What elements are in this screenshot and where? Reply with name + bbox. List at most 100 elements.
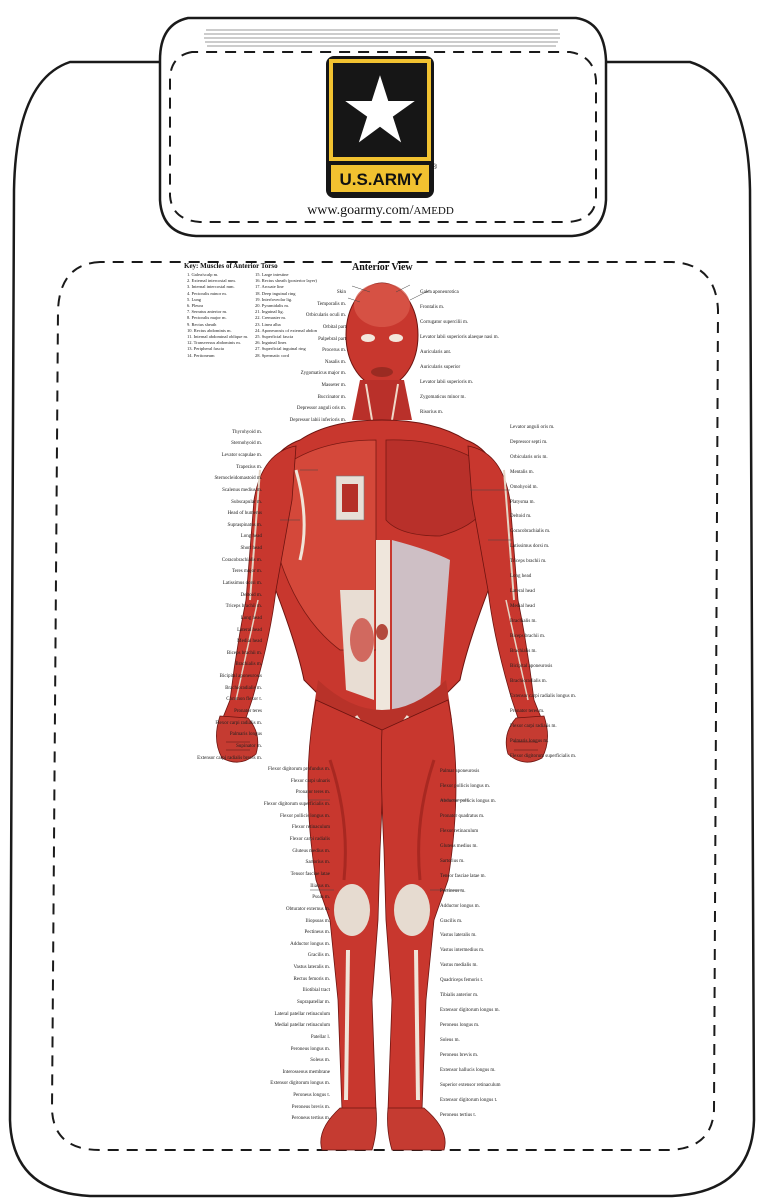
right-muscle-label: Vastus medialis m. xyxy=(440,963,478,968)
right-muscle-label: Bicipital aponeurosis xyxy=(510,664,552,669)
goarmy-link[interactable]: www.goarmy.com/AMEDD xyxy=(0,203,761,219)
right-muscle-label: Corrugator supercilii m. xyxy=(420,320,468,325)
left-muscle-label: Nasalis m. xyxy=(325,360,346,365)
right-muscle-label: Peroneus longus m. xyxy=(440,1023,479,1028)
right-muscle-label: Tibialis anterior m. xyxy=(440,993,478,998)
right-muscle-label: Palmaris longus m. xyxy=(510,739,548,744)
right-muscle-label: Auricularis ant. xyxy=(420,350,451,355)
left-muscle-label: Procerus m. xyxy=(322,348,346,353)
left-muscle-label: Gracilis m. xyxy=(308,953,330,958)
left-muscle-label: Lateral patellar retinaculum xyxy=(274,1012,330,1017)
left-muscle-label: Depressor anguli oris m. xyxy=(297,406,346,411)
left-muscle-label: Supraspinatus m. xyxy=(228,523,262,528)
left-muscle-label: Medial head xyxy=(237,639,262,644)
url-main: www.goarmy.com/ xyxy=(307,203,413,218)
right-muscle-label: Sartorius m. xyxy=(440,859,464,864)
left-muscle-label: Flexor carpi radialis m. xyxy=(215,721,262,726)
right-muscle-label: Adductor longus m. xyxy=(440,904,480,909)
left-muscle-label: Patellar l. xyxy=(311,1035,330,1040)
key-title: Key: Muscles of Anterior Torso xyxy=(184,262,278,270)
left-muscle-label: Latissimus dorsi m. xyxy=(223,581,262,586)
army-wordmark: U.S.ARMY xyxy=(328,170,434,190)
right-muscle-label: Abductor pollicis longus m. xyxy=(440,799,496,804)
left-muscle-label: Depressor labii inferioris m. xyxy=(290,418,346,423)
left-muscle-label: Deltoid m. xyxy=(241,593,262,598)
right-muscle-label: Pronator quadratus m. xyxy=(440,814,484,819)
left-muscle-label: Extensor carpi radialis brevis m. xyxy=(197,756,262,761)
right-muscle-label: Levator anguli oris m. xyxy=(510,425,554,430)
right-muscle-label: Brachialis m. xyxy=(510,649,537,654)
right-muscle-label: Flexor retinaculum xyxy=(440,829,478,834)
right-muscle-label: Risorius m. xyxy=(420,410,443,415)
right-muscle-label: Orbicularis oris m. xyxy=(510,455,548,460)
left-muscle-label: Triceps brachii m. xyxy=(226,604,262,609)
right-muscle-label: Mentalis m. xyxy=(510,470,534,475)
right-muscle-label: Palmar aponeurosis xyxy=(440,769,479,774)
right-muscle-label: Extensor carpi radialis longus m. xyxy=(510,694,576,699)
left-muscle-label: Common flexor t. xyxy=(226,697,262,702)
left-muscle-label: Scalenus medius m. xyxy=(222,488,262,493)
left-muscle-label: Psoas m. xyxy=(312,895,330,900)
right-muscle-label: Long head xyxy=(510,574,531,579)
left-muscle-label: Pectineus m. xyxy=(304,930,330,935)
right-muscle-label: Pectineus m. xyxy=(440,889,466,894)
left-muscle-label: Rectus femoris m. xyxy=(293,977,330,982)
left-muscle-label: Flexor digitorum profundus m. xyxy=(268,767,330,772)
left-muscle-label: Short head xyxy=(240,546,262,551)
right-muscle-label: Frontalis m. xyxy=(420,305,444,310)
right-muscle-label: Quadriceps femoris t. xyxy=(440,978,483,983)
right-muscle-label: Vastus lateralis m. xyxy=(440,933,477,938)
left-muscle-label: Tensor fasciae latae xyxy=(291,872,330,877)
right-muscle-label: Deltoid m. xyxy=(510,514,531,519)
chart-title: Anterior View xyxy=(352,262,413,273)
left-muscle-label: Skin xyxy=(337,290,346,295)
right-muscle-label: Brachioradialis m. xyxy=(510,679,547,684)
right-muscle-label: Depressor septi m. xyxy=(510,440,547,445)
left-muscle-label: Flexor retinaculum xyxy=(292,825,330,830)
left-muscle-label: Suprapatellar m. xyxy=(297,1000,330,1005)
left-muscle-label: Levator scapulae m. xyxy=(222,453,262,458)
left-muscle-label: Bicipital aponeurosis xyxy=(220,674,262,679)
left-muscle-label: Thyrohyoid m. xyxy=(232,430,262,435)
right-muscle-label: Omohyoid m. xyxy=(510,485,538,490)
left-muscle-label: Peroneus brevis m. xyxy=(292,1105,330,1110)
right-muscle-label: Flexor carpi radialis m. xyxy=(510,724,557,729)
right-muscle-label: Peroneus brevis m. xyxy=(440,1053,478,1058)
left-muscle-label: Teres major m. xyxy=(232,569,262,574)
right-muscle-label: Galea aponeurotica xyxy=(420,290,459,295)
right-muscle-label: Peroneus tertius t. xyxy=(440,1113,476,1118)
key-item: 28. Spermatic cord xyxy=(255,353,317,359)
right-muscle-label: Zygomaticus minor m. xyxy=(420,395,466,400)
right-muscle-label: Platysma m. xyxy=(510,500,535,505)
left-muscle-label: Adductor longus m. xyxy=(290,942,330,947)
right-muscle-label: Flexor digitorum superficialis m. xyxy=(510,754,576,759)
left-muscle-label: Temporalis m. xyxy=(317,302,346,307)
right-muscle-label: Extensor digitorum longus t. xyxy=(440,1098,497,1103)
left-muscle-label: Sternocleidomastoid m. xyxy=(215,476,263,481)
left-muscle-label: Iliopsoas m. xyxy=(306,919,330,924)
left-muscle-label: Lateral head xyxy=(237,628,262,633)
left-muscle-label: Pronator teres m. xyxy=(296,790,330,795)
left-muscle-label: Head of humerus xyxy=(228,511,262,516)
left-muscle-label: Sartorius m. xyxy=(306,860,330,865)
left-muscle-label: Long head xyxy=(241,616,262,621)
left-muscle-label: Flexor carpi radialis xyxy=(290,837,330,842)
right-muscle-label: Medial head xyxy=(510,604,535,609)
right-muscle-label: Extensor hallucis longus m. xyxy=(440,1068,496,1073)
right-muscle-label: Soleus m. xyxy=(440,1038,460,1043)
right-muscle-label: Lateral head xyxy=(510,589,535,594)
left-muscle-label: Brachialis m. xyxy=(235,662,262,667)
right-muscle-label: Levator labii superioris alaeque nasi m. xyxy=(420,335,499,340)
left-muscle-label: Subscapular m. xyxy=(231,500,262,505)
left-muscle-label: Soleus m. xyxy=(310,1058,330,1063)
right-muscle-label: Gracilis m. xyxy=(440,919,462,924)
left-muscle-label: Buccinator m. xyxy=(318,395,346,400)
left-muscle-label: Flexor digitorum superficialis m. xyxy=(264,802,330,807)
right-muscle-label: Extensor digitorum longus m. xyxy=(440,1008,500,1013)
right-muscle-label: Biceps brachii m. xyxy=(510,634,545,639)
left-muscle-label: Extensor digitorum longus m. xyxy=(270,1081,330,1086)
left-muscle-label: Supinator m. xyxy=(236,744,262,749)
url-suffix: AMEDD xyxy=(413,205,453,217)
left-muscle-label: Brachioradialis m. xyxy=(225,686,262,691)
left-muscle-label: Medial patellar retinaculum xyxy=(274,1023,330,1028)
